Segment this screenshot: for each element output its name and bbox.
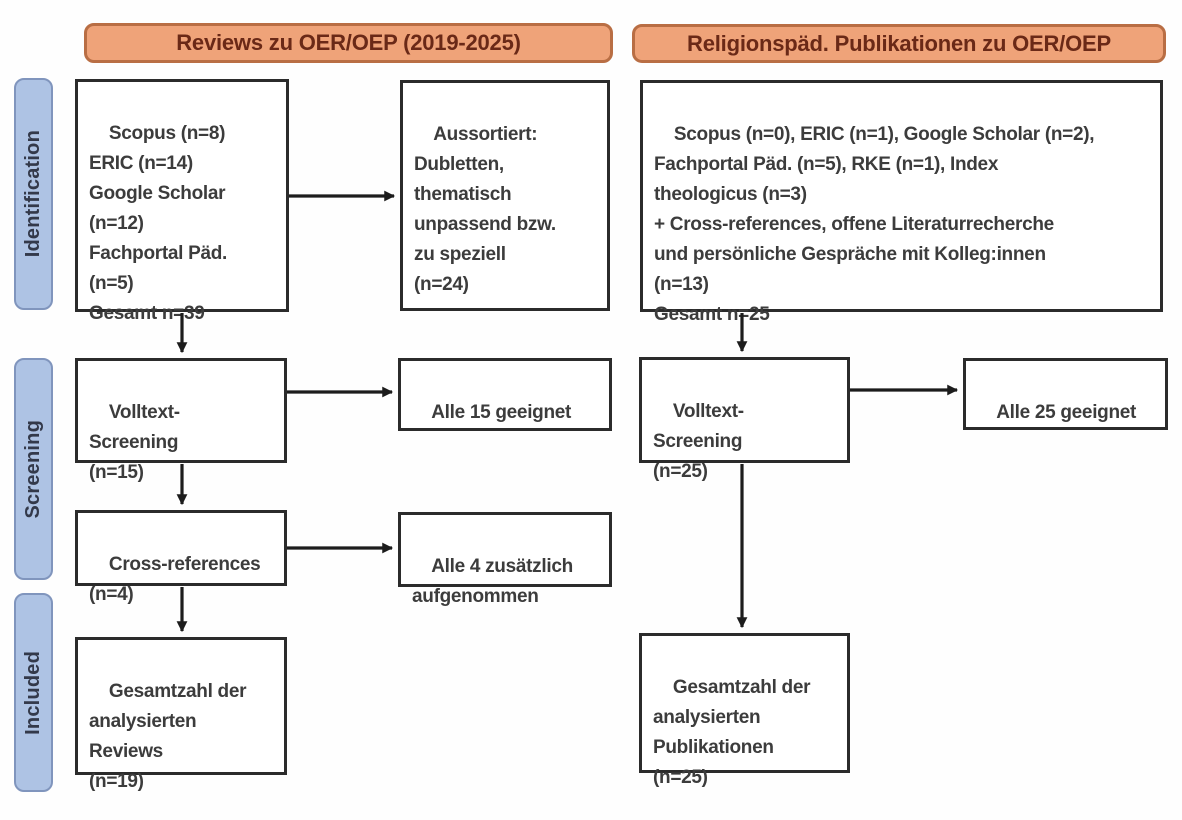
box-religionspaed-fulltext-result: Alle 25 geeignet bbox=[963, 358, 1168, 430]
box-religionspaed-sources-text: Scopus (n=0), ERIC (n=1), Google Scholar… bbox=[654, 124, 1095, 325]
box-reviews-sources: Scopus (n=8) ERIC (n=14) Google Scholar … bbox=[75, 79, 289, 324]
box-reviews-cross-references: Cross-references (n=4) bbox=[75, 510, 287, 605]
box-reviews-fulltext-screening: Volltext- Screening (n=15) bbox=[75, 358, 287, 483]
box-religionspaed-fulltext-screening-text: Volltext- Screening (n=25) bbox=[653, 401, 744, 482]
box-religionspaed-fulltext-screening: Volltext- Screening (n=25) bbox=[639, 357, 850, 482]
box-reviews-cross-references-text: Cross-references (n=4) bbox=[89, 554, 261, 605]
phase-tab-screening: Screening bbox=[14, 358, 53, 580]
phase-tab-identification: Identification bbox=[14, 78, 53, 310]
box-reviews-fulltext-screening-text: Volltext- Screening (n=15) bbox=[89, 402, 180, 483]
box-reviews-cross-references-result: Alle 4 zusätzlich aufgenommen bbox=[398, 512, 612, 607]
box-reviews-sources-text: Scopus (n=8) ERIC (n=14) Google Scholar … bbox=[89, 123, 228, 324]
box-reviews-excluded: Aussortiert: Dubletten, thematisch unpas… bbox=[400, 80, 610, 311]
box-religionspaed-included-total-text: Gesamtzahl der analysierten Publikatione… bbox=[653, 677, 811, 788]
box-reviews-fulltext-result: Alle 15 geeignet bbox=[398, 358, 612, 431]
box-reviews-excluded-text: Aussortiert: Dubletten, thematisch unpas… bbox=[414, 124, 556, 295]
box-reviews-included-total-text: Gesamtzahl der analysierten Reviews (n=1… bbox=[89, 681, 247, 792]
column-header-religionspaed-label: Religionspäd. Publikationen zu OER/OEP bbox=[687, 30, 1111, 56]
column-header-reviews: Reviews zu OER/OEP (2019-2025) bbox=[84, 23, 613, 63]
box-religionspaed-fulltext-result-text: Alle 25 geeignet bbox=[996, 402, 1137, 423]
box-religionspaed-included-total: Gesamtzahl der analysierten Publikatione… bbox=[639, 633, 850, 788]
phase-tab-included: Included bbox=[14, 593, 53, 792]
phase-tab-identification-label: Identification bbox=[22, 130, 44, 258]
phase-tab-included-label: Included bbox=[22, 650, 44, 735]
box-reviews-included-total: Gesamtzahl der analysierten Reviews (n=1… bbox=[75, 637, 287, 792]
phase-tab-screening-label: Screening bbox=[22, 419, 44, 519]
column-header-religionspaed: Religionspäd. Publikationen zu OER/OEP bbox=[632, 24, 1166, 63]
box-religionspaed-sources: Scopus (n=0), ERIC (n=1), Google Scholar… bbox=[640, 80, 1163, 325]
column-header-reviews-label: Reviews zu OER/OEP (2019-2025) bbox=[176, 30, 521, 55]
box-reviews-cross-references-result-text: Alle 4 zusätzlich aufgenommen bbox=[412, 556, 573, 607]
box-reviews-fulltext-result-text: Alle 15 geeignet bbox=[431, 402, 572, 423]
